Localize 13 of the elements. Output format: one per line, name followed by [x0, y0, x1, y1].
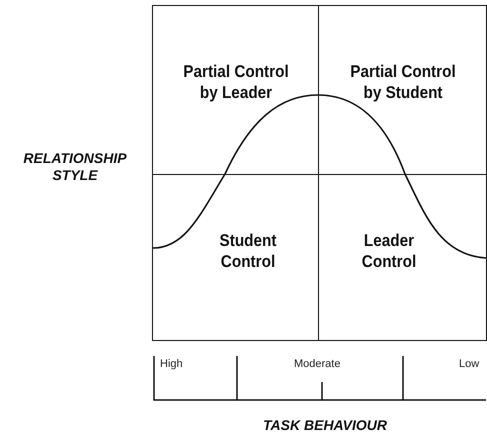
scale-label: Low [459, 358, 480, 370]
quadrant-label: Partial Control by Leader [182, 61, 290, 103]
quadrant-label: Student Control [218, 230, 278, 272]
quadrant-box [318, 174, 487, 341]
quadrant-box [152, 174, 319, 341]
quadrant-label: Partial Control by Student [349, 61, 457, 103]
axis-title: RELATIONSHIP STYLE [22, 150, 128, 184]
quadrant-box [318, 5, 487, 175]
quadrant-label: Leader Control [360, 230, 418, 272]
scale-label: High [160, 358, 183, 370]
quadrant-box [152, 5, 319, 175]
axis-title: TASK BEHAVIOUR [262, 417, 388, 434]
scale-label: Moderate [294, 358, 340, 370]
